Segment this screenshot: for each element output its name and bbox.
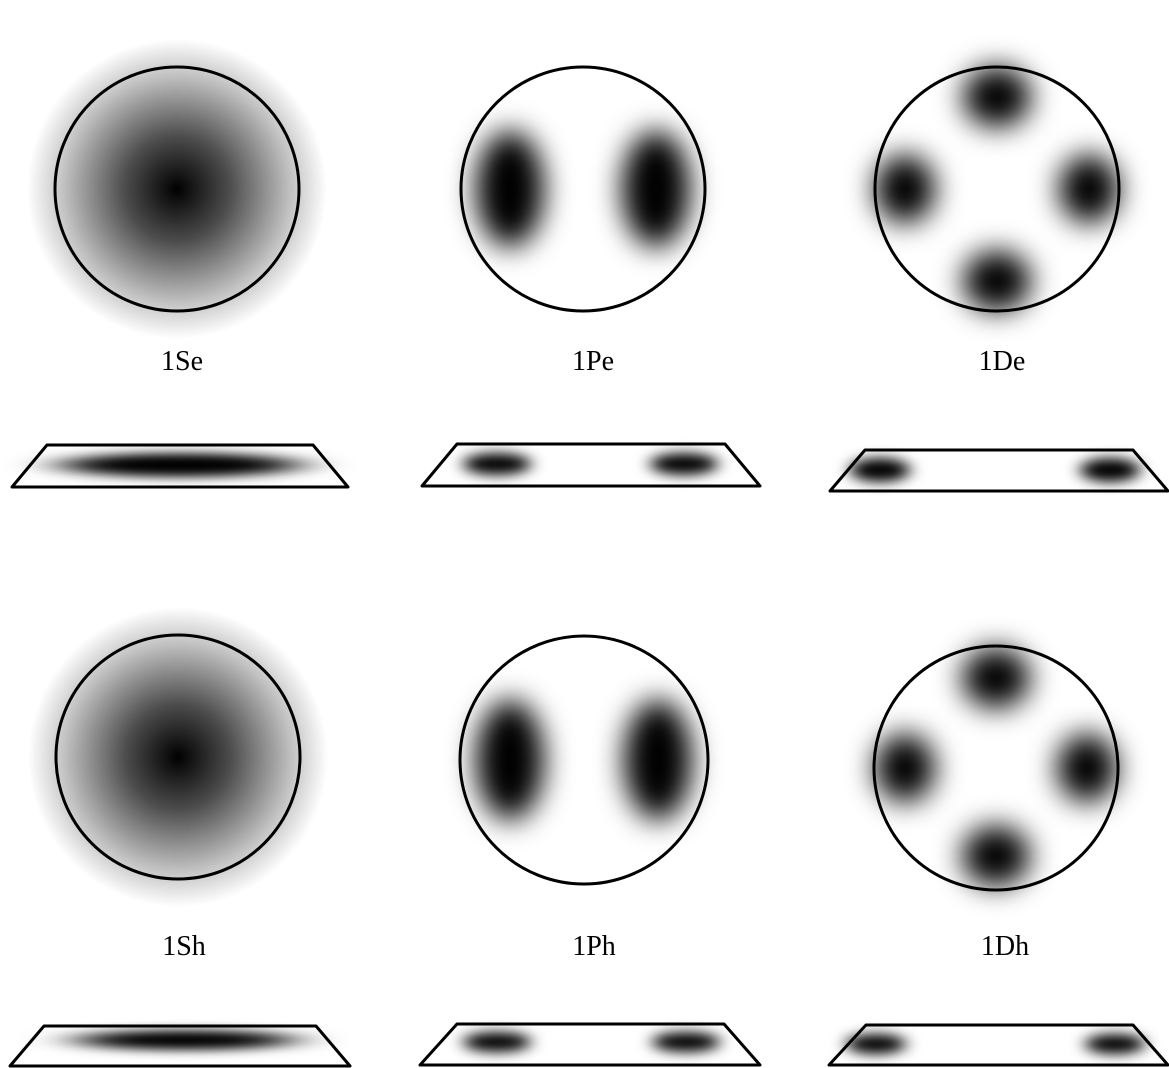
- side-view-1Ph: [420, 1024, 760, 1065]
- side-view-1Pe: [422, 444, 760, 486]
- label-1Pe: 1Pe: [473, 346, 713, 378]
- label-1Ph: 1Ph: [474, 931, 714, 963]
- top-view-1Se: [27, 39, 327, 339]
- label-1Dh: 1Dh: [885, 931, 1125, 963]
- top-view-1Dh: [874, 646, 1118, 890]
- side-view-1Sh: [10, 1026, 350, 1066]
- top-view-1Pe: [461, 67, 705, 311]
- side-view-1Dh: [829, 1025, 1168, 1065]
- top-view-1Sh: [28, 607, 328, 907]
- top-view-1Ph: [460, 636, 708, 884]
- label-1Sh: 1Sh: [64, 931, 304, 963]
- label-1De: 1De: [882, 346, 1122, 378]
- side-view-1De: [830, 450, 1168, 491]
- top-view-1De: [875, 67, 1119, 311]
- side-view-1Se: [12, 445, 348, 487]
- label-1Se: 1Se: [62, 346, 302, 378]
